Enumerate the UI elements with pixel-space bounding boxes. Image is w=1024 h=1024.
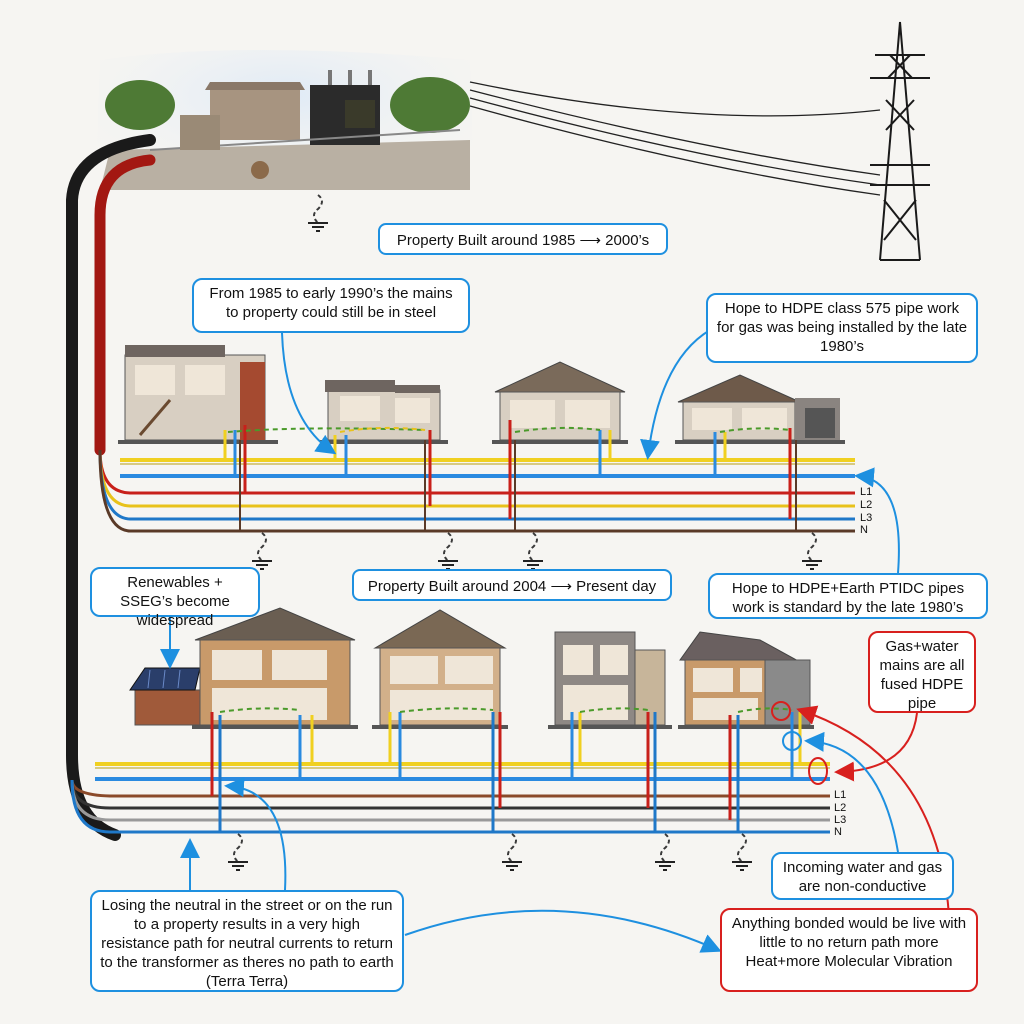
upper-n-label: N: [860, 524, 868, 536]
renewables-callout: Renewables + SSEG’s become widespread: [90, 567, 260, 629]
lower-n-label: N: [834, 826, 842, 838]
upper-street-cables: [98, 449, 855, 533]
main-supply-cables: [66, 134, 156, 841]
highlight-markers: [771, 701, 828, 785]
steel-mains-callout: From 1985 to early 1990’s the mains to p…: [192, 278, 470, 333]
house-1985-2: [320, 380, 448, 444]
hdpe-575-callout: Hope to HDPE class 575 pipe work for gas…: [706, 293, 978, 363]
gas-water-hdpe-callout: Gas+water mains are all fused HDPE pipe: [868, 631, 976, 713]
lower-street-cables: [70, 762, 830, 834]
house-2004-3: [548, 631, 672, 729]
garage-with-solar: [129, 667, 201, 726]
upper-section-title: Property Built around 1985 ⟶ 2000’s: [378, 223, 668, 255]
lower-service-connections: [210, 707, 802, 832]
house-2004-2: [372, 609, 508, 729]
lower-earth-icons: [227, 833, 753, 871]
bonded-live-callout: Anything bonded would be live with littl…: [720, 908, 978, 992]
upper-l2-label: L2: [860, 499, 873, 511]
non-conductive-callout: Incoming water and gas are non-conductiv…: [771, 852, 954, 900]
upper-l1-label: L1: [860, 486, 873, 498]
house-1985-3: [492, 361, 628, 444]
lower-l3-label: L3: [834, 814, 847, 826]
callout-arrows: [160, 329, 951, 953]
substation-icon: [95, 50, 475, 202]
hdpe-earth-callout: Hope to HDPE+Earth PTIDC pipes work is s…: [708, 573, 988, 619]
lower-l2-label: L2: [834, 802, 847, 814]
upper-earth-icons: [251, 532, 823, 570]
house-2004-4: [678, 631, 814, 729]
house-1985-1: [118, 345, 278, 444]
house-2004-1: [192, 607, 358, 729]
upper-l3-label: L3: [860, 512, 873, 524]
losing-neutral-callout: Losing the neutral in the street or on t…: [90, 890, 404, 992]
overhead-lines: [469, 81, 881, 196]
lower-section-title: Property Built around 2004 ⟶ Present day: [352, 569, 672, 601]
lower-l1-label: L1: [834, 789, 847, 801]
house-1985-4: [675, 374, 845, 444]
pylon-icon: [870, 21, 930, 261]
upper-service-connections: [223, 420, 797, 531]
